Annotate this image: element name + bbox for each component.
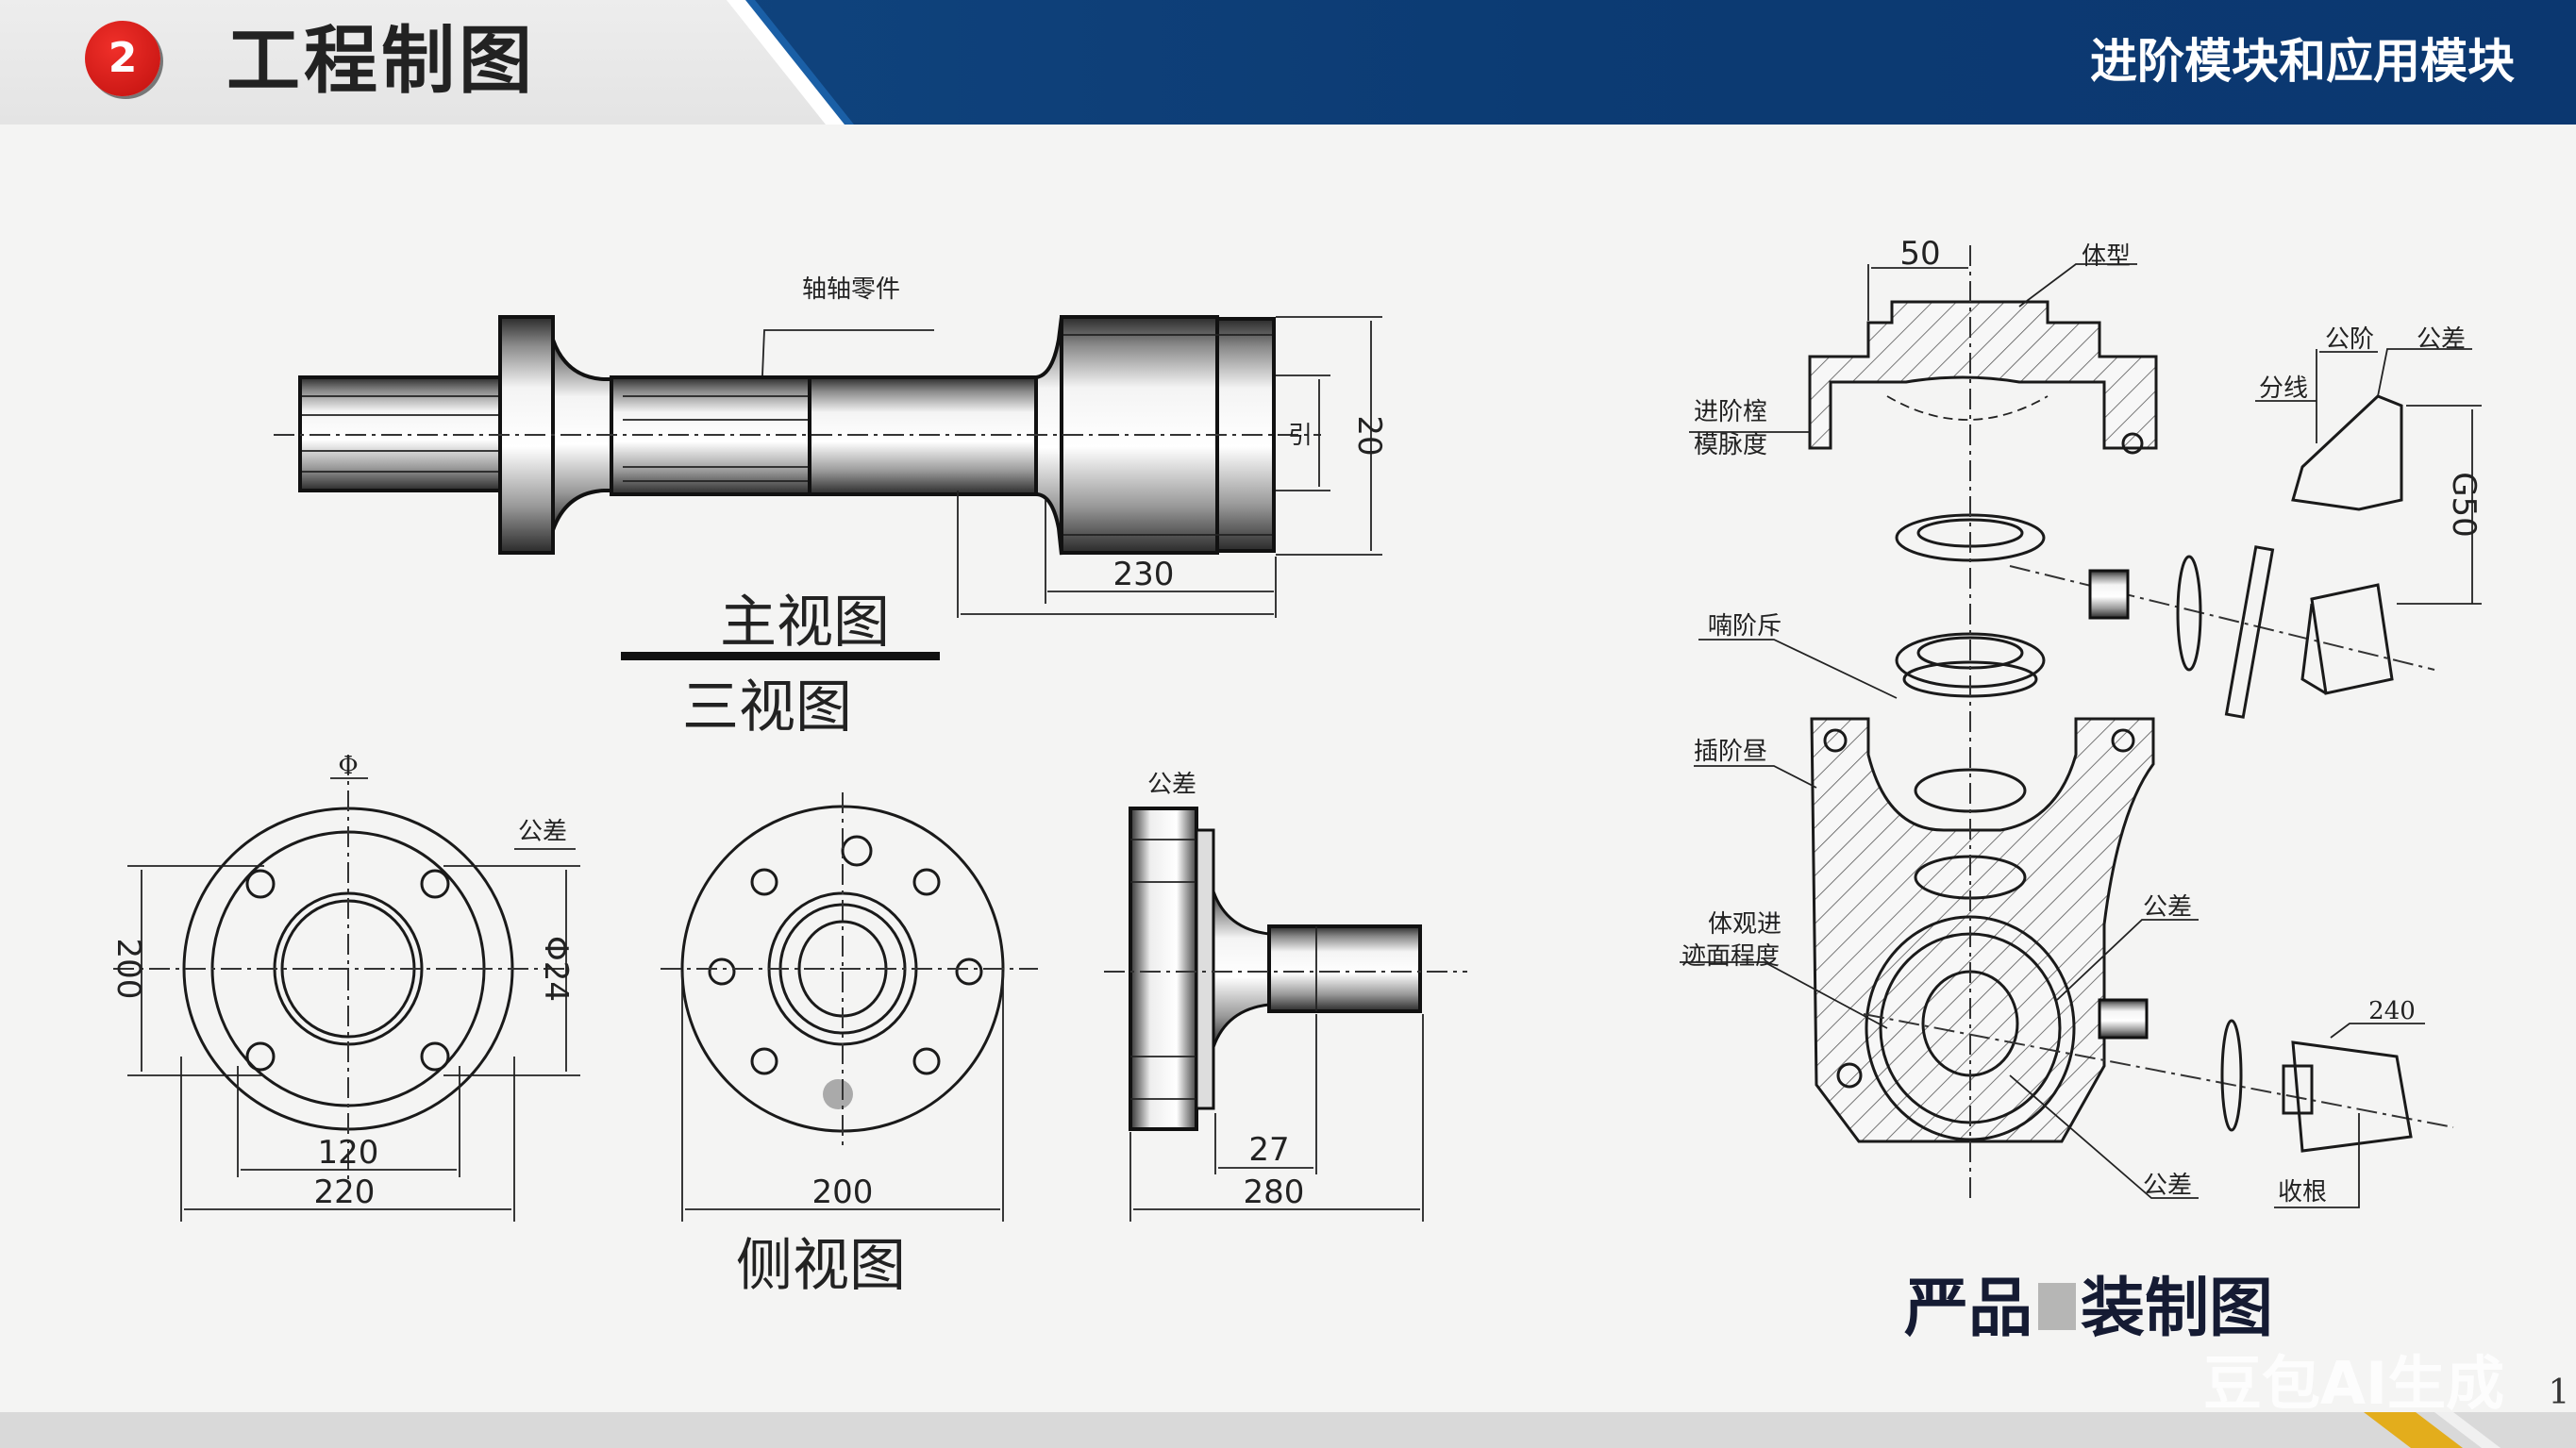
header-blue-panel (755, 0, 2576, 125)
side-view-profile: 公差 27 280 (1104, 771, 1467, 1222)
caption-assembly-part1: 严品 (1904, 1272, 2032, 1346)
dim-length: 230 (1113, 556, 1175, 593)
dim-vertical: G50 (2445, 472, 2483, 538)
slide-header: 2 工程制图 进阶模块和应用模块 (0, 0, 2576, 125)
dim-inner: 引 (1288, 422, 1313, 450)
label-body: 体型 (2082, 242, 2131, 271)
assembly-drawing: 50 体型 公阶 公差 分线 G50 进阶榁 模脉度 喃阶斥 插阶昼 体观进 迹… (1680, 235, 2483, 1346)
caption-side-view: 侧视图 (736, 1233, 906, 1299)
label-left-1a: 进阶榁 (1694, 398, 1767, 426)
dim-top: 50 (1899, 235, 1940, 273)
side-view-flange-2: 200 侧视图 (661, 792, 1038, 1299)
housing-cover (1808, 300, 2158, 450)
dim-outer: 220 (314, 1173, 376, 1211)
label-tolerance-top: 公差 (2417, 325, 2466, 354)
dim-step: 27 (1248, 1131, 1289, 1169)
footer-bar (0, 1412, 2576, 1448)
side-view-flange-1: Φ 公差 200 Φ24 120 220 (109, 752, 580, 1222)
dim-left: 200 (109, 939, 147, 1000)
section-number-badge: 2 (85, 21, 160, 96)
bolt-holes (708, 835, 983, 1109)
label-left-3: 插阶昼 (1694, 738, 1767, 766)
main-view-shaft: 20 引 230 轴轴零件 主视图 三视图 (274, 275, 1388, 741)
label-tolerance-bottom: 公差 (2143, 1172, 2192, 1200)
caption-smudge (2038, 1283, 2076, 1330)
housing-body (1810, 717, 2155, 1143)
tolerance-label: 公差 (1147, 771, 1196, 799)
label-left-4b: 迹面程度 (1681, 942, 1780, 971)
bolt-holes (245, 869, 450, 1072)
label-bottom-right: 收根 (2278, 1178, 2327, 1207)
leader-label-shaft-part: 轴轴零件 (802, 275, 900, 304)
dim-width: 200 (812, 1173, 874, 1211)
page-number: 1 (2549, 1373, 2570, 1412)
caption-divider (621, 652, 940, 660)
label-step: 公阶 (2325, 325, 2374, 354)
dim-right: Φ24 (537, 936, 575, 1002)
label-left-4a: 体观进 (1708, 910, 1781, 939)
dim-total: 280 (1244, 1173, 1305, 1211)
top-symbol: Φ (338, 752, 358, 780)
label-left-2: 喃阶斥 (1708, 612, 1781, 641)
module-label: 进阶模块和应用模块 (2090, 34, 2515, 89)
bolt (2088, 569, 2130, 620)
caption-three-views: 三视图 (682, 674, 852, 741)
label-tolerance-mid: 公差 (2143, 893, 2192, 922)
label-split: 分线 (2259, 374, 2308, 403)
dim-overall-height: 20 (1350, 415, 1388, 456)
dim-bolt: 240 (2368, 997, 2416, 1025)
ai-watermark: 豆包AI生成 (2203, 1349, 2504, 1418)
tolerance-label: 公差 (518, 818, 567, 846)
slide-title: 工程制图 (226, 19, 537, 104)
dim-inner: 120 (318, 1134, 379, 1172)
label-left-1b: 模脉度 (1694, 431, 1767, 459)
caption-assembly-part2: 装制图 (2081, 1272, 2273, 1346)
caption-front-view: 主视图 (720, 590, 890, 656)
